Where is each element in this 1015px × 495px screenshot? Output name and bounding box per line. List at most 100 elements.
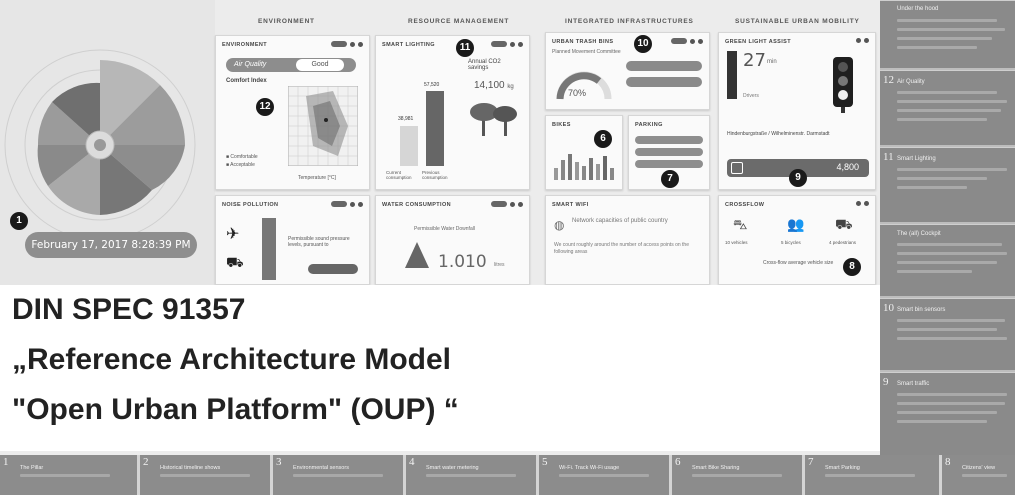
comfort-index-label: Comfort Index [226,78,267,84]
panel-controls[interactable] [491,201,523,207]
panel-urban-trash-bins[interactable]: URBAN TRASH BINS 10 Planned Movement Com… [545,32,710,110]
bar-1-label: Current consumption [386,170,412,180]
panel-controls[interactable] [331,201,363,207]
bar-previous [426,91,444,166]
trash-status-bar-1 [626,61,702,71]
badge-10: 10 [634,35,652,53]
air-quality-label: Air Quality [234,61,267,68]
panel-noise-pollution[interactable]: NOISE POLLUTION ✈ ⛟ Permissible sound pr… [215,195,370,285]
panel-crossflow[interactable]: CROSSFLOW ⛍ 👥 ⛟ 10 vehicles 5 bicycles 4… [718,195,876,285]
panel-smart-lighting[interactable]: SMART LIGHTING 11 38,981 57,520 Annual C… [375,35,530,190]
title-overlay: DIN SPEC 91357 „Reference Architecture M… [0,285,880,451]
date-time-label: February 17, 2017 8:28:39 PM [25,232,197,258]
right-item-title: The (all) Cockpit [897,231,941,237]
plane-icon: ✈ [226,226,240,243]
section-integrated-infrastructures: INTEGRATED INFRASTRUCTURES [565,18,694,25]
panel-green-light-assist[interactable]: GREEN LIGHT ASSIST 27 min Drivers Hinden… [718,32,876,190]
badge-9: 9 [789,169,807,187]
right-info-column: Under the hood 12 Air Quality 11 Smart L… [880,0,1015,455]
right-item-4: 10 Smart bin sensors [880,298,1015,370]
panel-parking[interactable]: PARKING 7 [628,115,710,190]
air-quality-toggle[interactable]: Air Quality Good [226,58,356,72]
badge-6: 6 [594,130,612,148]
bar-current [400,126,418,166]
badge-12: 12 [256,98,274,116]
bottom-tile-title: Wi-Fi. Track Wi-Fi usage [559,465,620,471]
title-line-1: DIN SPEC 91357 [12,293,246,326]
bottom-tile-number: 4 [409,456,415,468]
parking-row-2 [635,148,703,156]
parking-row-3 [635,160,703,168]
panel-smart-wifi[interactable]: SMART WIFI ◍ Network capacities of publi… [545,195,710,285]
bottom-tile-5: 5 Wi-Fi. Track Wi-Fi usage [539,455,672,495]
right-item-title: Smart Lighting [897,156,936,162]
bottom-tile-title: Environmental sensors [293,465,349,471]
comfort-legend-2: ■ Acceptable [226,162,255,168]
right-item-1: 12 Air Quality [880,70,1015,145]
panel-bikes[interactable]: BIKES 6 [545,115,623,190]
panel-water-consumption[interactable]: WATER CONSUMPTION Permissible Water Down… [375,195,530,285]
panel-controls[interactable] [671,38,703,44]
green-light-counter-bar: 4,800 [727,159,869,177]
panel-controls[interactable] [856,38,869,43]
trash-percent: 70% [568,88,587,98]
badge-8: 8 [843,258,861,276]
panel-controls[interactable] [856,201,869,206]
right-item-title: Smart traffic [897,381,930,387]
air-quality-value: Good [296,59,344,71]
panel-controls[interactable] [331,41,363,47]
car-icon: ⛍ [733,216,748,232]
panel-environment[interactable]: ENVIRONMENT Air Quality Good Comfort Ind… [215,35,370,190]
right-item-title: Air Quality [897,79,925,85]
counter-icon [731,162,743,174]
panel-title: BIKES [552,122,571,128]
panel-title: PARKING [635,122,663,128]
right-item-5: 9 Smart traffic [880,372,1015,455]
panel-title: ENVIRONMENT [222,42,268,48]
green-light-status: Drivers [743,93,759,99]
panel-title: SMART LIGHTING [382,42,435,48]
title-line-2: „Reference Architecture Model [12,343,452,376]
panel-title: SMART WIFI [552,202,589,208]
x-axis-label: Temperature [°C] [298,175,336,181]
right-item-number: 12 [883,74,894,86]
bikes-bar-chart [554,154,614,180]
bottom-tile-3: 3 Environmental sensors [273,455,406,495]
bottom-tile-number: 2 [143,456,149,468]
bottom-tile-6: 6 Smart Bike Sharing [672,455,805,495]
bottom-tile-title: Smart Bike Sharing [692,465,740,471]
noise-desc: Permissible sound pressure levels, pursu… [288,236,350,248]
bottom-tile-title: The Pillar [20,465,44,471]
panel-controls[interactable] [491,41,523,47]
water-value: 1.010 [438,252,487,272]
bottom-tile-title: Citizens' view [962,465,996,471]
water-unit: litres [494,262,505,268]
bottom-info-strip: 1 The Pillar 2 Historical timeline shows… [0,455,1015,495]
vehicle-icon: ⛟ [835,216,853,232]
badge-7: 7 [661,170,679,188]
water-drop-icon [405,242,429,268]
traffic-light-icon [833,57,853,113]
section-sustainable-urban-mobility: SUSTAINABLE URBAN MOBILITY [735,18,860,25]
water-desc: Permissible Water Downfall [414,226,475,232]
car-icon: ⛟ [226,254,244,270]
right-item-2: 11 Smart Lighting [880,147,1015,222]
tree-icon [470,103,517,136]
crossflow-label-1: 10 vehicles [725,240,748,245]
bottom-tile-number: 3 [276,456,282,468]
bottom-tile-7: 7 Smart Parking [805,455,942,495]
section-environment: ENVIRONMENT [258,18,315,25]
noise-button[interactable] [308,264,358,274]
panel-title: URBAN TRASH BINS [552,39,614,45]
crossflow-caption: Cross-flow average vehicle size [763,260,834,266]
right-item-number: 11 [883,151,894,163]
co2-value: 14,100 kg [474,80,514,91]
badge-11: 11 [456,39,474,57]
right-item-title: Under the hood [897,6,939,12]
traffic-light-bar [727,51,737,99]
radial-chart [4,49,196,241]
wifi-headline: Network capacities of public country [572,218,668,224]
parking-row-1 [635,136,703,144]
value-small: 38,981 [398,116,414,122]
